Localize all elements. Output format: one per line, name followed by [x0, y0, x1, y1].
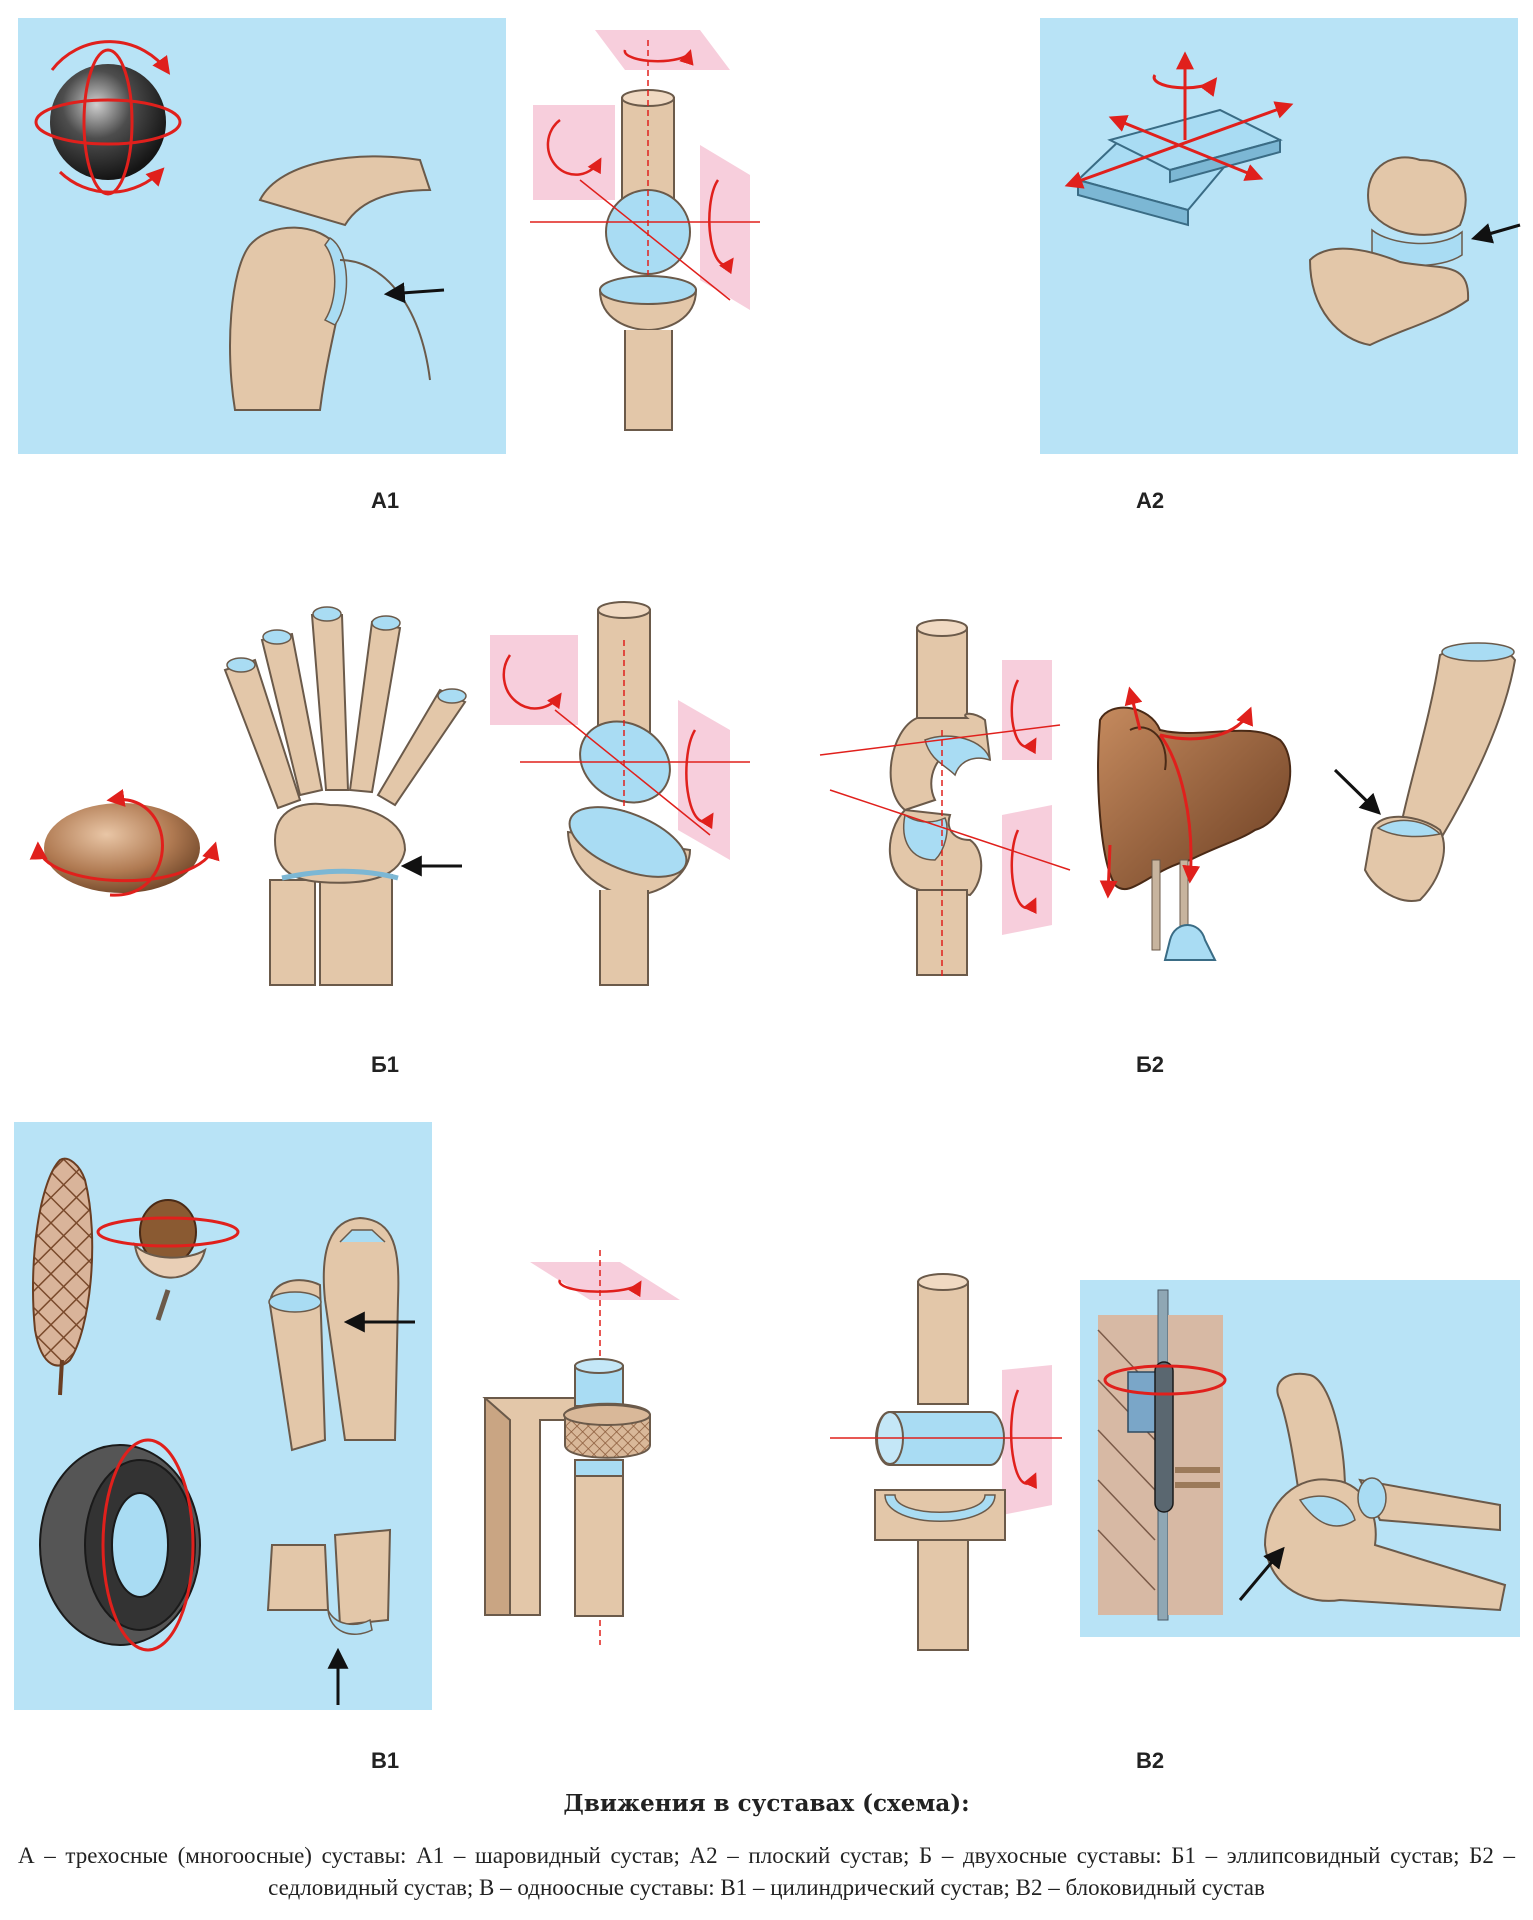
b1-ellipsoid-joint-schematic	[490, 602, 750, 985]
v2-hinge-joint-schematic	[830, 1274, 1062, 1650]
caption-title: Движения в суставах (схема):	[0, 1790, 1533, 1817]
v2-door-hinge-model	[1098, 1290, 1225, 1620]
label-a2: А2	[1090, 488, 1210, 514]
label-b1: Б1	[325, 1052, 445, 1078]
b2-thumb-bones	[1335, 643, 1515, 901]
b2-saddle-model	[1098, 690, 1290, 960]
v2-elbow-bones	[1240, 1374, 1505, 1610]
a1-ball-model	[36, 42, 180, 194]
b1-wrist-hand-bones	[225, 607, 466, 985]
v1-cylinder-joint-schematic	[485, 1250, 680, 1645]
label-v2: В2	[1090, 1748, 1210, 1774]
caption-text: А – трехосные (многоосные) суставы: А1 –…	[18, 1840, 1515, 1904]
v1-pine-cone	[33, 1159, 92, 1395]
label-v1: В1	[325, 1748, 445, 1774]
label-a1: А1	[325, 488, 445, 514]
a2-carpal-bones	[1310, 157, 1520, 345]
v1-tire-model	[40, 1440, 200, 1650]
b2-saddle-joint-schematic	[820, 620, 1070, 980]
v1-radioulnar-bones	[268, 1218, 415, 1705]
label-b2: Б2	[1090, 1052, 1210, 1078]
a2-plane-model	[1068, 55, 1290, 225]
a1-ball-joint-schematic	[530, 30, 760, 430]
v1-acorn-model	[98, 1200, 238, 1320]
a1-shoulder-bones	[230, 156, 444, 410]
b1-ellipsoid-model	[38, 799, 215, 895]
